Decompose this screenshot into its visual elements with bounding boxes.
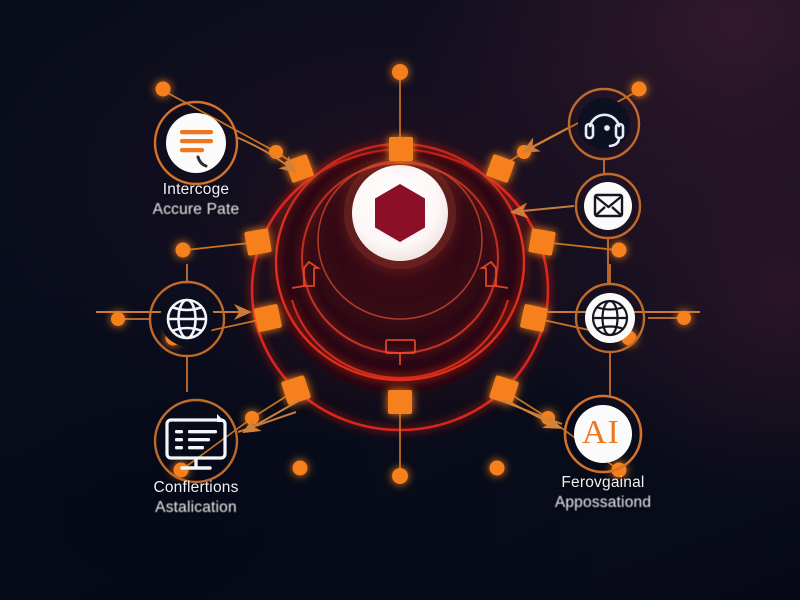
hexagon-icon	[375, 184, 425, 242]
connector-top-right	[521, 127, 569, 153]
headset-icon	[584, 113, 625, 148]
globe-icon	[166, 298, 208, 340]
node-left[interactable]	[148, 280, 226, 358]
node-right-upper[interactable]	[574, 172, 642, 240]
globe-line-endpoints	[111, 311, 691, 326]
node-bottom-left[interactable]	[153, 398, 239, 484]
node-right[interactable]	[574, 282, 646, 354]
node-top-right[interactable]	[567, 87, 641, 161]
connector-top-left	[235, 136, 298, 174]
connector-right-upper	[510, 202, 575, 219]
node-bottom-right[interactable]	[563, 394, 643, 474]
monitor-icon	[165, 414, 227, 470]
node-top-left[interactable]	[153, 100, 239, 186]
ring-bracket-details	[291, 260, 509, 365]
globe-icon	[591, 299, 629, 337]
connector-arrowheads-in	[242, 399, 562, 433]
envelope-icon	[593, 193, 624, 218]
document-lines-icon	[180, 130, 213, 168]
